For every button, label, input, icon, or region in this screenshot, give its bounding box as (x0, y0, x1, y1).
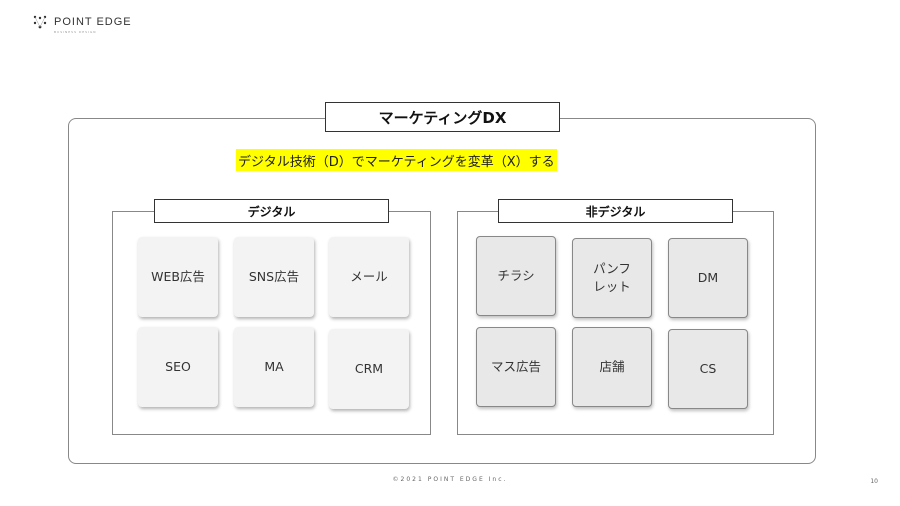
copyright-footer: ©2021 POINT EDGE Inc. (392, 476, 508, 483)
tile-mass-ad: マス広告 (476, 327, 556, 407)
brand-name: POINT EDGE (54, 16, 132, 28)
non-digital-group-title: 非デジタル (498, 199, 733, 223)
page-number: 10 (870, 478, 878, 485)
tile-cs: CS (668, 329, 748, 409)
digital-group-title: デジタル (154, 199, 389, 223)
tile-flyer: チラシ (476, 236, 556, 316)
tile-crm: CRM (329, 329, 409, 409)
tile-pamphlet: パンフ レット (572, 238, 652, 318)
logo-mark-icon (33, 15, 47, 29)
tile-store: 店舗 (572, 327, 652, 407)
brand-tagline: BUSINESS DESIGN (54, 30, 97, 34)
tile-email: メール (329, 237, 409, 317)
tile-dm: DM (668, 238, 748, 318)
tile-seo: SEO (138, 327, 218, 407)
slide-subtitle: デジタル技術（D）でマーケティングを変革（X）する (236, 149, 557, 171)
tile-web-ad: WEB広告 (138, 237, 218, 317)
brand-logo: POINT EDGE (32, 14, 132, 30)
tile-ma: MA (234, 327, 314, 407)
slide-title: マーケティングDX (325, 102, 560, 132)
tile-sns-ad: SNS広告 (234, 237, 314, 317)
